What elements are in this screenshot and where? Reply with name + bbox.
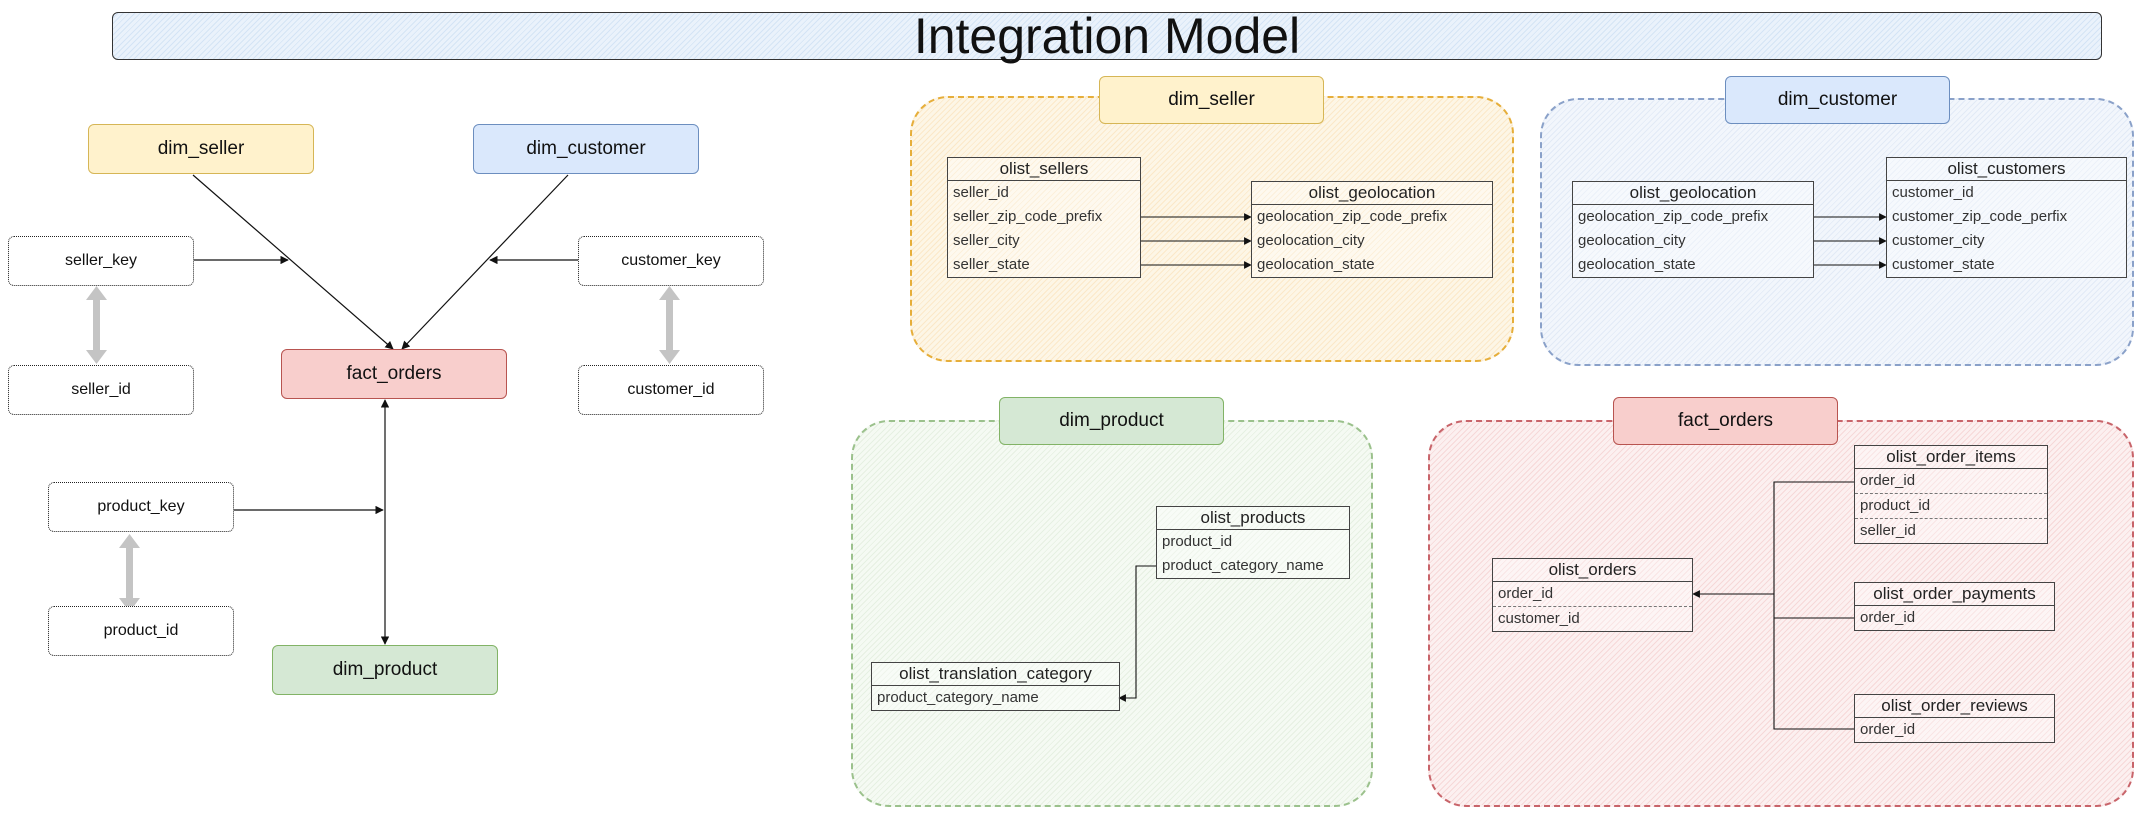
table-olist-order-payments[interactable]: olist_order_payments order_id: [1854, 582, 2055, 631]
overview-dim-customer[interactable]: dim_customer: [473, 124, 699, 174]
table-olist-products[interactable]: olist_products product_id product_catego…: [1156, 506, 1350, 579]
group-label-fact-orders[interactable]: fact_orders: [1613, 397, 1838, 445]
overview-dim-seller[interactable]: dim_seller: [88, 124, 314, 174]
edge-order-items: [1773, 481, 1854, 730]
table-field: geolocation_zip_code_prefix: [1578, 208, 1769, 225]
table-field: product_category_name: [1162, 557, 1324, 574]
group-dim-customer: [1540, 98, 2134, 366]
edge-dim-customer-to-fact: [401, 174, 569, 350]
table-field: customer_id: [1892, 184, 1974, 201]
overview-fact-orders[interactable]: fact_orders: [281, 349, 507, 399]
group-label-dim-customer[interactable]: dim_customer: [1725, 76, 1950, 124]
seller-key-id-link: [86, 286, 107, 364]
table-header: olist_translation_category: [872, 663, 1119, 686]
table-olist-geolocation-customer[interactable]: olist_geolocation geolocation_zip_code_p…: [1572, 181, 1814, 278]
table-olist-orders[interactable]: olist_orders order_id customer_id: [1492, 558, 1693, 632]
table-header: olist_sellers: [948, 158, 1140, 181]
table-field: product_id: [1855, 493, 2047, 518]
diagram-title: Integration Model: [913, 8, 1301, 64]
overview-customer-id[interactable]: customer_id: [578, 365, 764, 415]
table-olist-geolocation-seller[interactable]: olist_geolocation geolocation_zip_code_p…: [1251, 181, 1493, 278]
edge-product-category: [1118, 565, 1156, 702]
table-olist-sellers[interactable]: olist_sellers seller_id seller_zip_code_…: [947, 157, 1141, 278]
table-header: olist_order_payments: [1855, 583, 2054, 606]
product-key-id-link: [119, 534, 140, 612]
group-label-dim-product[interactable]: dim_product: [999, 397, 1224, 445]
overview-product-key[interactable]: product_key: [48, 482, 234, 532]
table-field: seller_id: [1855, 518, 2047, 543]
edge-dim-seller-to-fact: [192, 174, 394, 350]
title-banner: Integration Model: [112, 8, 2102, 64]
table-header: olist_order_items: [1855, 446, 2047, 469]
table-field: product_id: [1162, 533, 1233, 550]
table-field: customer_state: [1892, 256, 1995, 273]
table-field: geolocation_state: [1578, 256, 1696, 273]
table-header: olist_order_reviews: [1855, 695, 2054, 718]
table-olist-translation-category[interactable]: olist_translation_category product_categ…: [871, 662, 1120, 711]
table-field: customer_zip_code_perfix: [1892, 208, 2068, 225]
table-field: geolocation_state: [1257, 256, 1375, 273]
overview-customer-key[interactable]: customer_key: [578, 236, 764, 286]
table-header: olist_geolocation: [1252, 182, 1492, 205]
overview-dim-product[interactable]: dim_product: [272, 645, 498, 695]
overview-product-id[interactable]: product_id: [48, 606, 234, 656]
table-field: product_category_name: [877, 689, 1039, 706]
table-olist-order-items[interactable]: olist_order_items order_id product_id se…: [1854, 445, 2048, 544]
table-header: olist_geolocation: [1573, 182, 1813, 205]
table-field: order_id: [1860, 609, 1916, 626]
table-field: order_id: [1498, 585, 1554, 602]
group-label-dim-seller[interactable]: dim_seller: [1099, 76, 1324, 124]
group-dim-product: [851, 420, 1373, 807]
table-header: olist_products: [1157, 507, 1349, 530]
overview-seller-key[interactable]: seller_key: [8, 236, 194, 286]
table-field: seller_zip_code_prefix: [953, 208, 1103, 225]
table-header: olist_customers: [1887, 158, 2126, 181]
table-field: geolocation_city: [1257, 232, 1365, 249]
table-field: seller_id: [953, 184, 1009, 201]
table-field: order_id: [1860, 472, 1916, 489]
table-field: geolocation_city: [1578, 232, 1686, 249]
table-olist-order-reviews[interactable]: olist_order_reviews order_id: [1854, 694, 2055, 743]
table-field: order_id: [1860, 721, 1916, 738]
overview-seller-id[interactable]: seller_id: [8, 365, 194, 415]
table-header: olist_orders: [1493, 559, 1692, 582]
customer-key-id-link: [659, 286, 680, 364]
table-olist-customers[interactable]: olist_customers customer_id customer_zip…: [1886, 157, 2127, 278]
table-field: customer_id: [1493, 606, 1692, 631]
table-field: seller_city: [953, 232, 1020, 249]
table-field: customer_city: [1892, 232, 1985, 249]
table-field: seller_state: [953, 256, 1030, 273]
table-field: geolocation_zip_code_prefix: [1257, 208, 1448, 225]
